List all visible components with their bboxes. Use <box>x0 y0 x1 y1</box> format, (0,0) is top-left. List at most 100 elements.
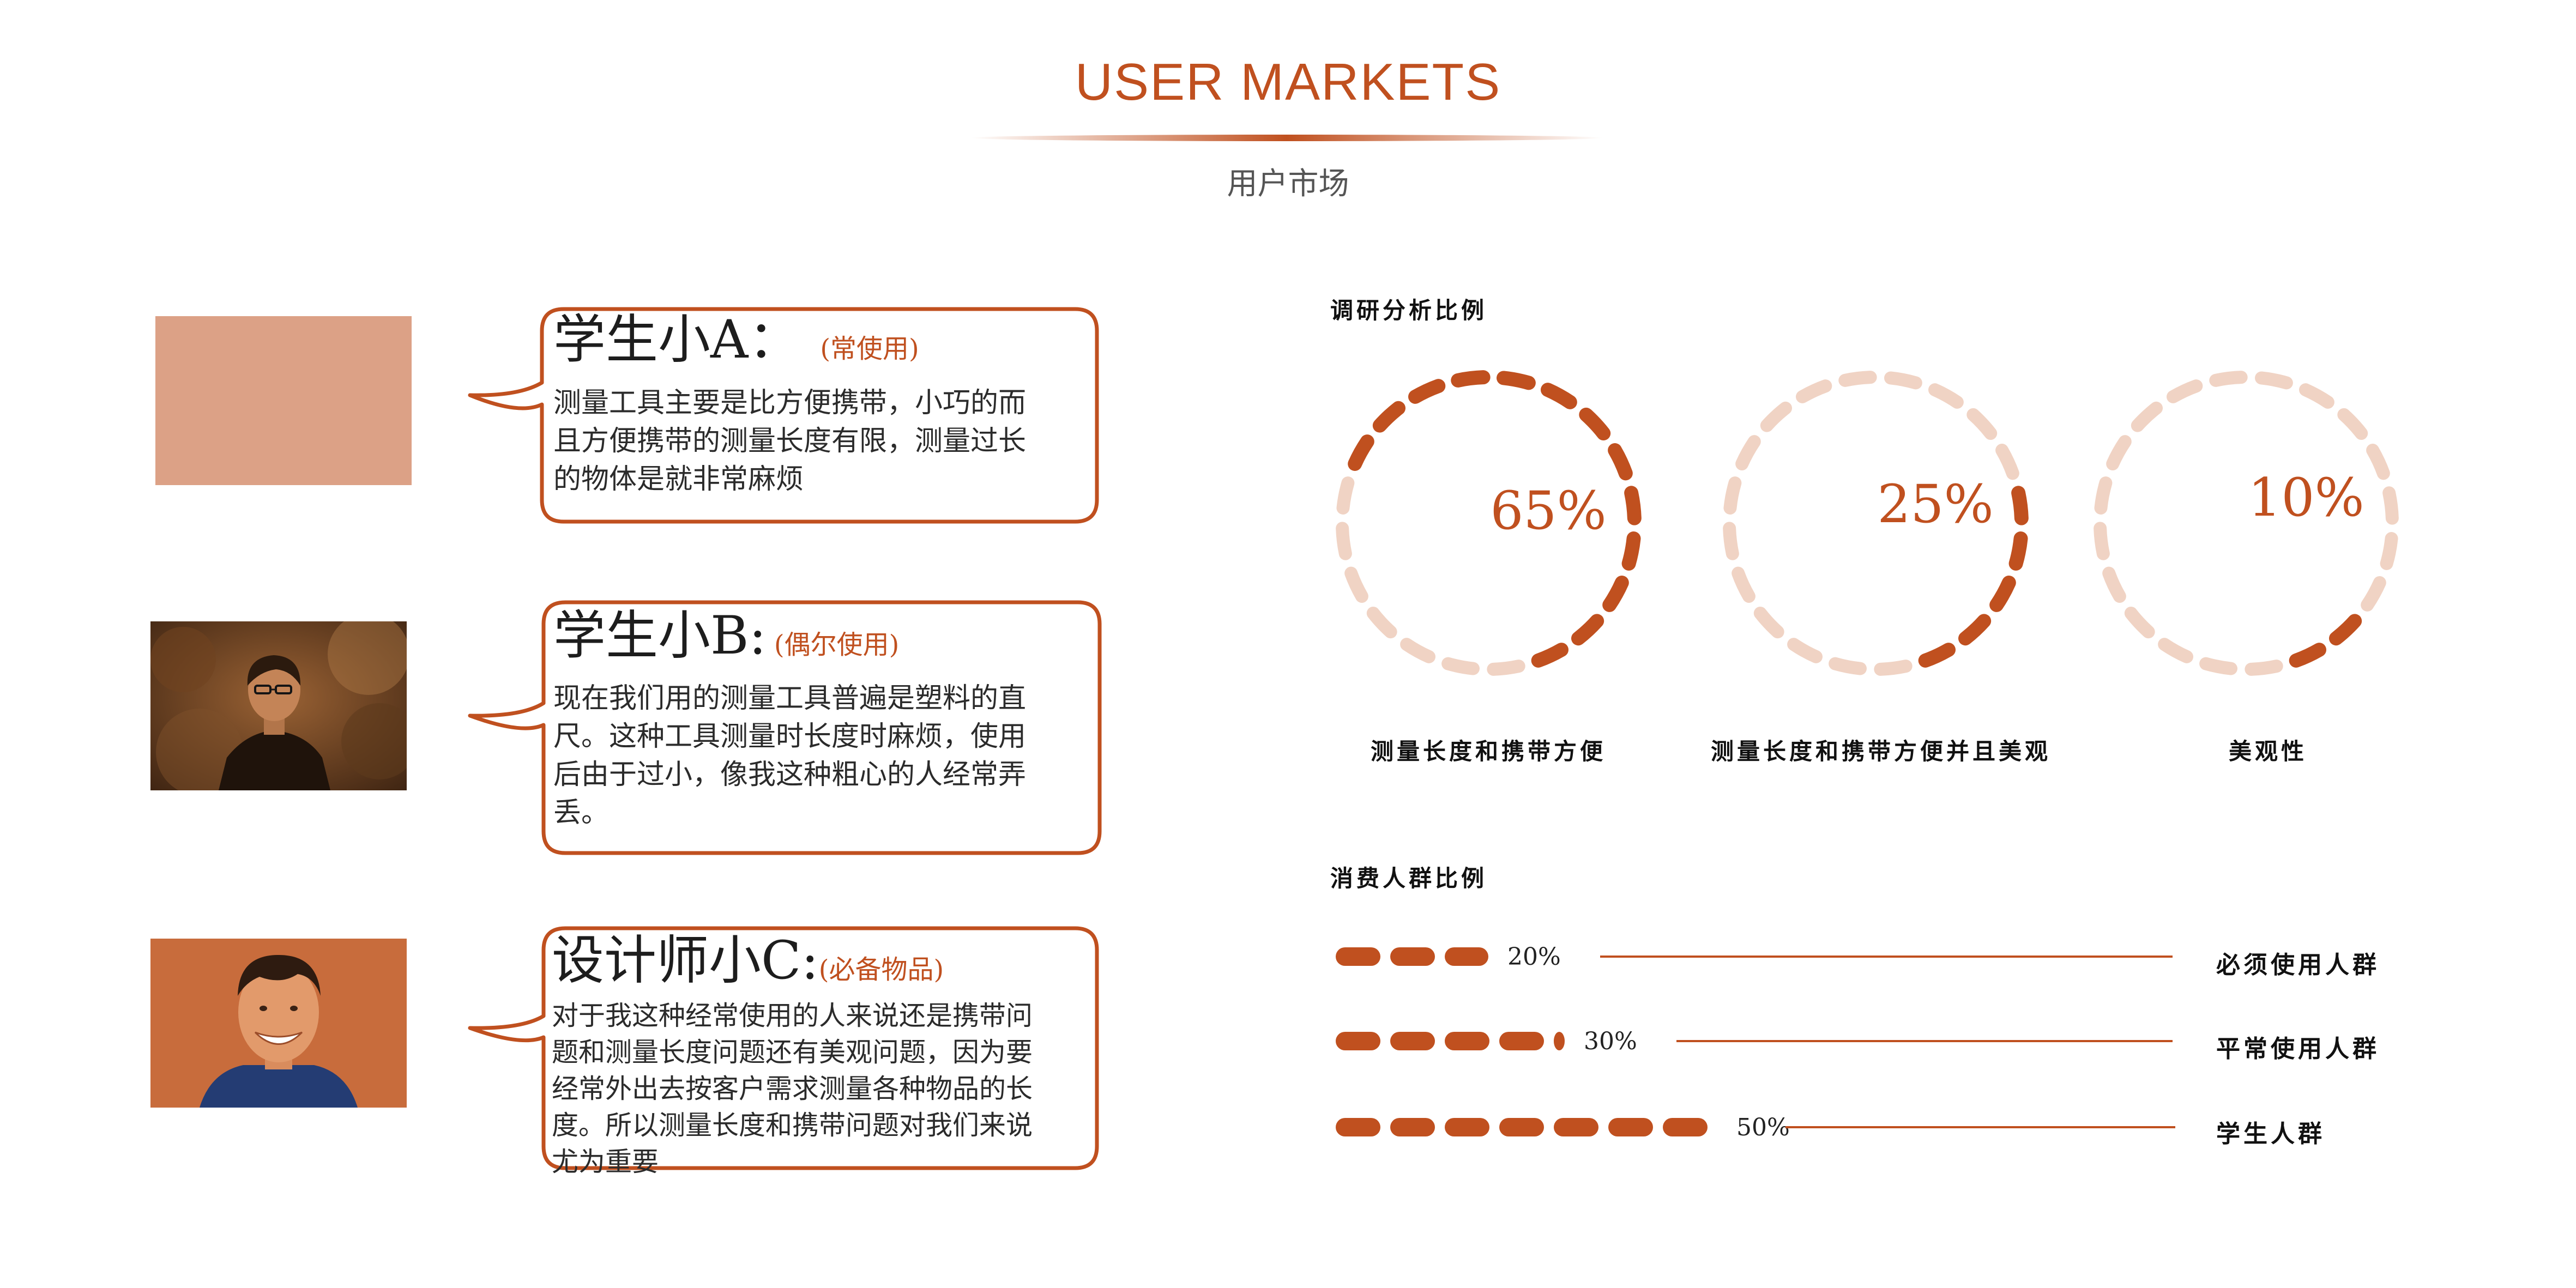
donut-segment-empty <box>2255 371 2293 390</box>
consumer-bar-chart: 20% 30% 50% <box>1336 943 2175 1141</box>
user-c-line: 题和测量长度问题还有美观问题，因为要 <box>552 1037 1033 1068</box>
user-a-name: 学生小A： <box>553 309 801 370</box>
donut-segment-filled <box>1621 531 1641 571</box>
donut-segment-filled <box>1608 443 1633 481</box>
donut-segment-filled <box>1579 407 1611 441</box>
donut-segment-empty <box>1829 657 1867 675</box>
donut-segment-empty <box>2094 522 2110 560</box>
bar-dash <box>1336 1032 1380 1050</box>
donut-segment-empty <box>2094 476 2113 515</box>
bar-row-2: 30% <box>1336 1027 2173 1055</box>
donut-segment-empty <box>1487 660 1525 676</box>
bar-percent-label: 30% <box>1584 1027 1637 1055</box>
donut-segment-filled <box>1451 370 1491 388</box>
page-title: USER MARKETS <box>1075 53 1501 111</box>
donut-3: 10% <box>2094 371 2399 676</box>
user-c-line: 度。所以测量长度和携带问题对我们来说 <box>552 1110 1033 1141</box>
bar-label-2: 平常使用人群 <box>2216 1035 2380 1063</box>
donut-segment-filled <box>2008 531 2028 571</box>
donut-segment-empty <box>1928 383 1964 409</box>
bar-dash <box>1390 1032 1435 1050</box>
user-c-speech-bubble <box>468 926 1099 1170</box>
title-underline <box>970 135 1603 141</box>
bar-dash <box>1336 947 1380 966</box>
donut-segment-empty <box>2382 486 2399 525</box>
donut-percent-label: 25% <box>1877 474 1993 535</box>
bar-dash <box>1554 1118 1598 1136</box>
bar-dash <box>1445 1032 1489 1050</box>
bar-dash <box>1445 1118 1489 1136</box>
donut-segment-empty <box>2299 383 2334 409</box>
user-c-heading: 设计师小C:(必备物品) <box>552 934 944 987</box>
donut-segment-empty <box>1966 408 1998 440</box>
donut-1: 65% <box>1336 370 1642 676</box>
donut-segment-empty <box>1760 401 1793 432</box>
donut-label-2: 测量长度和携带方便并且美观 <box>1710 738 2051 765</box>
bar-percent-label: 50% <box>1736 1114 1790 1141</box>
donut-segment-empty <box>1441 657 1480 675</box>
donut-segment-empty <box>1723 476 1742 515</box>
donut-segment-empty <box>1344 566 1368 603</box>
donut-segment-filled <box>1989 576 2016 612</box>
donut-segment-empty <box>1874 660 1913 676</box>
user-b-line: 后由于过小，像我这种粗心的人经常弄 <box>553 759 1027 791</box>
bar-dash <box>1390 1118 1435 1136</box>
bar-label-3: 学生人群 <box>2216 1120 2325 1148</box>
donut-segment-filled <box>1348 434 1374 471</box>
bar-percent-label: 20% <box>1507 943 1561 971</box>
user-b-heading: 学生小B:(偶尔使用) <box>553 609 899 662</box>
bar-row-3: 50% <box>1336 1114 2175 1141</box>
user-c-portrait-illustration <box>150 939 407 1108</box>
donut-segment-filled <box>1918 643 1956 668</box>
donut-segment-filled <box>1497 371 1536 390</box>
user-b-line: 丢。 <box>553 797 610 829</box>
user-b-speech-bubble <box>468 600 1102 855</box>
user-b-portrait-illustration <box>150 621 407 790</box>
donut-segment-empty <box>2245 660 2283 676</box>
donut-segment-empty <box>1884 371 1922 390</box>
donut-label-3: 美观性 <box>2228 738 2307 765</box>
bar-row-1: 20% <box>1336 943 2173 971</box>
user-b-text: 现在我们用的测量工具普遍是塑料的直 尺。这种工具测量时长度时麻烦，使用 后由于过… <box>553 680 1099 832</box>
donut-segment-empty <box>2131 401 2163 432</box>
donut-segment-filled <box>1531 643 1568 668</box>
user-c-text: 对于我这种经常使用的人来说还是携带问 题和测量长度问题还有美观问题，因为要 经常… <box>552 997 1102 1180</box>
donut-label-1: 测量长度和携带方便 <box>1370 738 1606 765</box>
donut-segment-empty <box>1336 476 1355 515</box>
bar-dash <box>1608 1118 1653 1136</box>
donut-segment-empty <box>1366 606 1397 639</box>
user-a-line: 测量工具主要是比方便携带，小巧的而 <box>553 387 1027 419</box>
user-a-line: 且方便携带的测量长度有限，测量过长 <box>553 425 1027 457</box>
bar-dash <box>1663 1118 1708 1136</box>
donut-segment-empty <box>1723 522 1739 560</box>
user-b-line: 尺。这种工具测量时长度时麻烦，使用 <box>553 721 1027 753</box>
survey-donut-chart: 65% 25% 10% <box>1336 370 2399 676</box>
donut-segment-filled <box>2329 614 2362 646</box>
donut-segment-filled <box>1408 379 1446 404</box>
donut-segment-empty <box>1735 435 1761 470</box>
donut-segment-filled <box>2289 643 2326 668</box>
donut-segment-empty <box>1753 606 1784 639</box>
donut-segment-empty <box>2380 532 2398 570</box>
user-a-tag: (常使用) <box>820 334 919 364</box>
user-c-tag: (必备物品) <box>818 954 944 985</box>
donut-segment-filled <box>1571 614 1604 646</box>
donut-segment-filled <box>1372 401 1406 433</box>
donut-segment-empty <box>1995 444 2019 480</box>
donut-segment-empty <box>2361 576 2386 612</box>
donut-segment-empty <box>2199 657 2237 675</box>
donut-segment-empty <box>2158 638 2193 663</box>
donut-segment-empty <box>2106 435 2132 470</box>
user-c-photo <box>150 939 407 1108</box>
page-subtitle: 用户市场 <box>1227 166 1349 202</box>
user-a-speech-bubble <box>468 307 1099 524</box>
donut-segment-empty <box>1796 379 1832 403</box>
user-c-line: 经常外出去按客户需求测量各种物品的长 <box>552 1073 1033 1104</box>
donut-segment-empty <box>2366 444 2390 480</box>
donut-segment-filled <box>1958 614 1992 646</box>
user-a-text: 测量工具主要是比方便携带，小巧的而 且方便携带的测量长度有限，测量过长 的物体是… <box>553 384 1099 499</box>
donut-segment-empty <box>1400 638 1435 663</box>
user-c-line: 对于我这种经常使用的人来说还是携带问 <box>552 1000 1033 1031</box>
donut-2: 25% <box>1723 371 2029 676</box>
bar-dash <box>1499 1032 1544 1050</box>
